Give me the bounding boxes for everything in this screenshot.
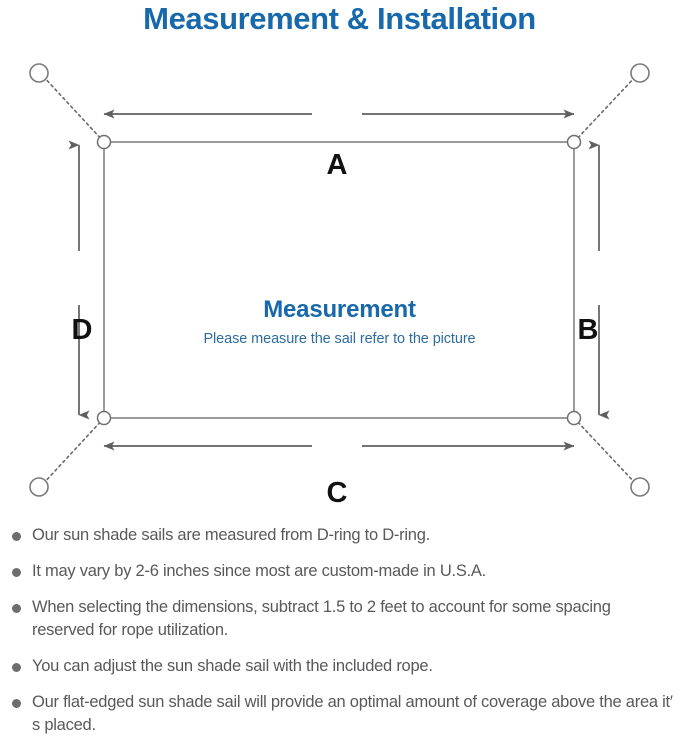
list-item: Our sun shade sails are measured from D-… bbox=[0, 524, 679, 547]
anchor-ring-top-left bbox=[29, 63, 49, 83]
rope-lines bbox=[41, 74, 638, 486]
bullet-icon bbox=[12, 532, 21, 541]
sail-outline bbox=[103, 141, 575, 419]
bullet-icon bbox=[12, 604, 21, 613]
d-ring-bottom-right bbox=[566, 410, 582, 426]
bullet-icon bbox=[12, 568, 21, 577]
anchor-rings bbox=[29, 63, 650, 497]
anchor-ring-bottom-left bbox=[29, 477, 49, 497]
anchor-ring-bottom-right bbox=[630, 477, 650, 497]
list-item: When selecting the dimensions, subtract … bbox=[0, 596, 679, 642]
d-rings bbox=[96, 134, 582, 426]
anchor-ring-top-right bbox=[630, 63, 650, 83]
rope-line-bottom-right bbox=[573, 417, 638, 486]
dimension-label-c: C bbox=[326, 477, 348, 509]
d-ring-top-left bbox=[96, 134, 112, 150]
note-text: Our flat-edged sun shade sail will provi… bbox=[32, 693, 673, 734]
page-title: Measurement & Installation bbox=[143, 1, 536, 36]
rope-line-top-right bbox=[573, 74, 638, 143]
bullet-icon bbox=[12, 699, 21, 708]
dimension-label-b: B bbox=[577, 314, 599, 346]
list-item: Our flat-edged sun shade sail will provi… bbox=[0, 691, 679, 737]
note-text: When selecting the dimensions, subtract … bbox=[32, 598, 611, 639]
d-ring-bottom-left bbox=[96, 410, 112, 426]
note-text: It may vary by 2-6 inches since most are… bbox=[32, 562, 487, 580]
list-item: It may vary by 2-6 inches since most are… bbox=[0, 560, 679, 583]
note-text: You can adjust the sun shade sail with t… bbox=[32, 657, 433, 675]
measurement-diagram: Measurement Please measure the sail refe… bbox=[0, 55, 679, 515]
d-ring-top-right bbox=[566, 134, 582, 150]
rope-line-bottom-left bbox=[41, 417, 105, 486]
notes-list: Our sun shade sails are measured from D-… bbox=[0, 524, 679, 750]
bullet-icon bbox=[12, 663, 21, 672]
note-text: Our sun shade sails are measured from D-… bbox=[32, 526, 430, 544]
dimension-label-d: D bbox=[71, 314, 93, 346]
rope-line-top-left bbox=[41, 74, 105, 143]
list-item: You can adjust the sun shade sail with t… bbox=[0, 655, 679, 678]
dimension-label-a: A bbox=[326, 149, 348, 181]
